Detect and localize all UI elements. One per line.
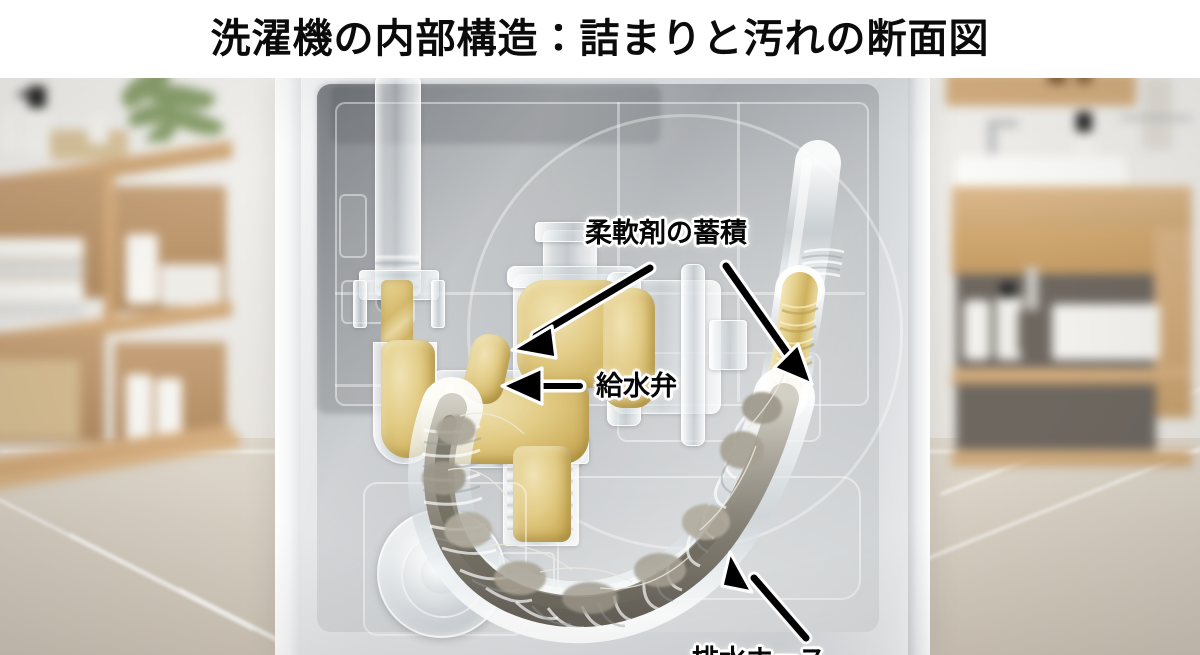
spray-bottle bbox=[88, 114, 108, 144]
vanity-bottle bbox=[964, 300, 990, 360]
interior-panel bbox=[557, 476, 861, 600]
mount-bracket bbox=[339, 194, 367, 258]
towel-bar-icon bbox=[1120, 116, 1192, 120]
vanity-bottle-cap-icon bbox=[1000, 282, 1016, 298]
folded-towel bbox=[0, 260, 84, 278]
valve-solenoid-block bbox=[709, 320, 747, 370]
callout-label-softener: 柔軟剤の蓄積 bbox=[585, 218, 747, 249]
pump-filter-cap-core bbox=[421, 553, 462, 594]
inlet-pipe-clamp bbox=[353, 280, 367, 328]
machine-right-edge bbox=[908, 78, 930, 655]
small-bottle bbox=[0, 108, 18, 152]
faucet-spout-icon bbox=[988, 120, 1018, 127]
page-title: 洗濯機の内部構造：詰まりと汚れの断面図 bbox=[210, 16, 990, 62]
faucet-icon bbox=[988, 120, 996, 154]
vanity-lower-cavity bbox=[956, 384, 1156, 454]
storage-box bbox=[160, 264, 222, 306]
folded-towel bbox=[0, 302, 84, 318]
mirror-shelf-item bbox=[1076, 78, 1092, 84]
pump-filter-cap[interactable] bbox=[377, 509, 506, 638]
dispenser-pump-icon bbox=[28, 86, 46, 108]
vanity-side-panel bbox=[1154, 228, 1192, 418]
interior-seam bbox=[617, 102, 620, 402]
soap-pump-icon bbox=[1076, 112, 1092, 132]
brush-handle bbox=[1026, 266, 1038, 324]
detergent-bottle bbox=[126, 234, 158, 304]
pump-outlet-stub bbox=[499, 552, 555, 588]
softener-buildup-inlet bbox=[381, 280, 413, 350]
title-bar: 洗濯機の内部構造：詰まりと汚れの断面図 bbox=[0, 0, 1200, 78]
storage-basket bbox=[1052, 304, 1160, 360]
right-background-vanity bbox=[930, 78, 1200, 655]
valve-retainer-clip bbox=[681, 264, 705, 446]
vanity-base bbox=[952, 450, 1192, 466]
machine-left-edge bbox=[275, 78, 301, 655]
machine-interior-cutaway bbox=[317, 78, 903, 638]
soap-dispenser-bottle bbox=[22, 106, 52, 154]
mirror-shelf bbox=[946, 78, 1136, 106]
scene: 柔軟剤の蓄積 給水弁 排水ホース bbox=[0, 78, 1200, 655]
callout-label-valve: 給水弁 bbox=[596, 371, 677, 402]
vanity-front-panel bbox=[952, 228, 1192, 276]
vanity-bottle bbox=[996, 296, 1022, 360]
brush-head bbox=[1018, 310, 1046, 354]
dispenser-nozzle-icon bbox=[18, 92, 32, 97]
callout-label-drain: 排水ホース bbox=[692, 638, 826, 655]
inlet-pipe-clamp bbox=[431, 280, 445, 328]
valve-neck-collar bbox=[535, 222, 605, 242]
left-background-shelving bbox=[0, 78, 300, 655]
woven-basket bbox=[0, 360, 80, 438]
vanity-lower-shelf bbox=[952, 368, 1192, 386]
mirror-shelf-item bbox=[1048, 78, 1066, 84]
shelf-divider bbox=[104, 174, 116, 320]
interior-seam bbox=[737, 102, 740, 402]
hanging-towel bbox=[1142, 78, 1172, 150]
tall-bottle bbox=[126, 374, 152, 442]
folded-towel bbox=[0, 238, 84, 258]
folded-towel bbox=[0, 280, 84, 300]
